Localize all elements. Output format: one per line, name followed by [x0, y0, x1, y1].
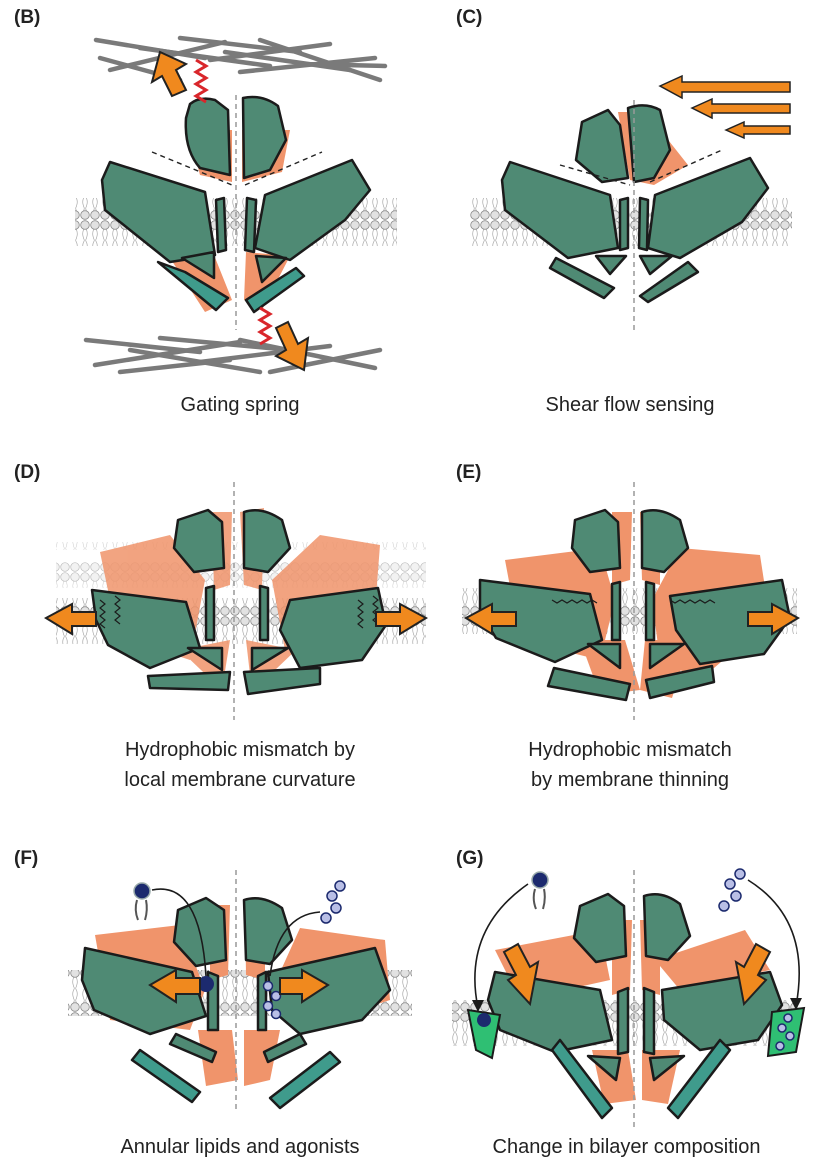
shear-arrow-icon	[692, 99, 790, 118]
agonist-molecule-icon	[719, 869, 745, 911]
gating-spring-icon	[196, 60, 206, 102]
panel-e	[462, 482, 798, 720]
shear-arrow-icon	[660, 76, 790, 98]
gating-spring-icon	[260, 308, 270, 344]
arrow-down-icon	[276, 322, 308, 370]
annular-lipid-icon	[477, 1013, 491, 1027]
panel-c	[470, 76, 792, 330]
annular-lipid-icon	[532, 872, 548, 909]
panel-g	[452, 869, 804, 1130]
shear-arrow-icon	[726, 122, 790, 138]
actin-filaments-bottom	[86, 338, 380, 372]
panel-b	[75, 38, 397, 372]
panel-f	[68, 870, 412, 1110]
actin-filaments-top	[96, 38, 385, 80]
panel-d	[46, 482, 426, 720]
